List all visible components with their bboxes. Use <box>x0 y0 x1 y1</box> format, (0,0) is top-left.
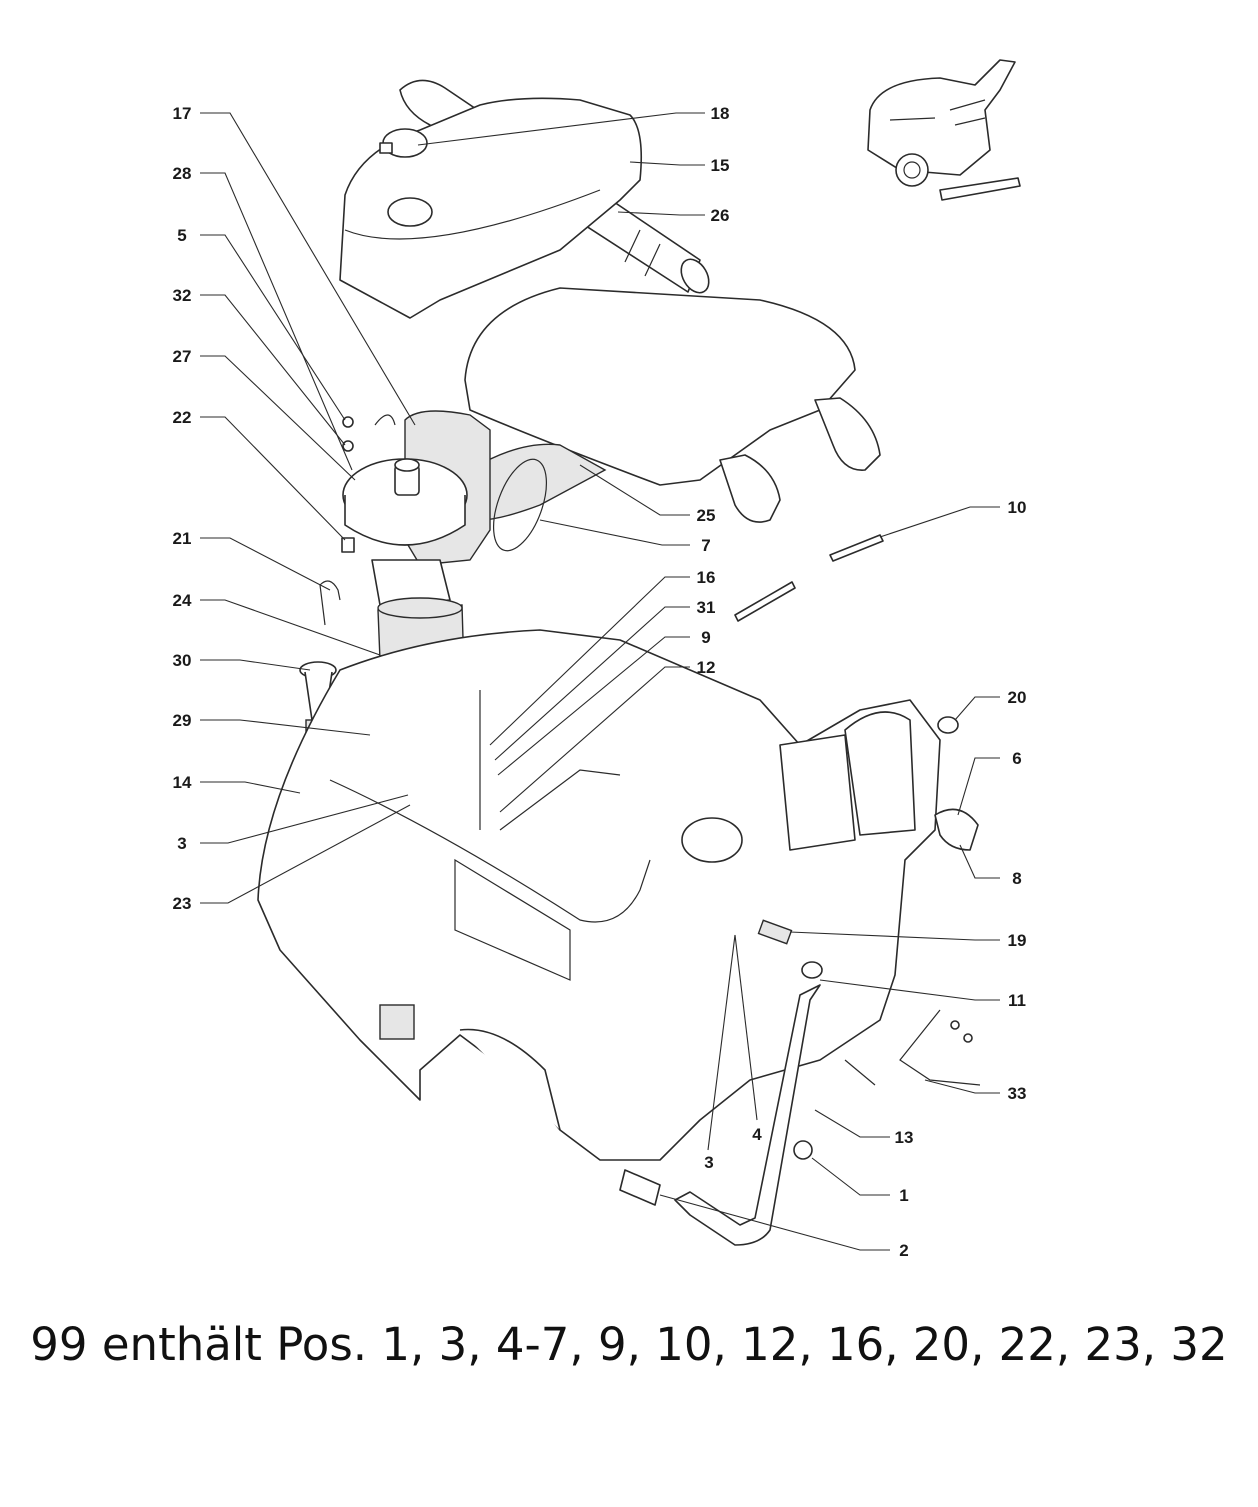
rods-part-10 <box>734 534 884 622</box>
callout-22: 22 <box>173 408 192 427</box>
callout-29: 29 <box>173 711 192 730</box>
callout-21: 21 <box>173 529 192 548</box>
callout-27: 27 <box>173 347 192 366</box>
callout-30: 30 <box>173 651 192 670</box>
callout-8: 8 <box>1012 869 1021 888</box>
callout-28: 28 <box>173 164 192 183</box>
callout-24: 24 <box>173 591 192 610</box>
callout-33: 33 <box>1008 1084 1027 1103</box>
exploded-parts-diagram: 17 28 5 32 27 22 21 24 30 29 14 3 23 18 … <box>173 59 1027 1260</box>
machine-thumbnail <box>867 59 1021 201</box>
callout-2: 2 <box>899 1241 908 1260</box>
callout-23: 23 <box>173 894 192 913</box>
callout-10: 10 <box>1008 498 1027 517</box>
callout-20: 20 <box>1008 688 1027 707</box>
callout-3-bottom: 3 <box>704 1153 713 1172</box>
callout-11: 11 <box>1008 991 1026 1010</box>
callout-9: 9 <box>701 628 710 647</box>
callout-26: 26 <box>711 206 730 225</box>
callout-15: 15 <box>711 156 730 175</box>
leader-lines <box>200 112 1000 1251</box>
small-parts-right <box>757 716 981 1160</box>
vacuum-motor-part-27 <box>342 410 491 606</box>
callout-labels: 17 28 5 32 27 22 21 24 30 29 14 3 23 18 … <box>173 104 1027 1260</box>
callout-12: 12 <box>697 658 716 677</box>
hose-connector-part-2 <box>619 1169 661 1206</box>
callout-14: 14 <box>173 773 192 792</box>
callout-25: 25 <box>697 506 716 525</box>
screws-small <box>341 414 396 553</box>
callout-4: 4 <box>752 1125 762 1144</box>
callout-7: 7 <box>701 536 710 555</box>
callout-17: 17 <box>173 104 192 123</box>
tank-cover-part-15 <box>339 97 643 319</box>
callout-13: 13 <box>895 1128 914 1147</box>
filter-hose-part-25 <box>469 443 607 521</box>
drain-hose-part-13 <box>674 961 823 1246</box>
gasket-part-7 <box>493 458 547 552</box>
callout-5: 5 <box>177 226 186 245</box>
tank-lid-bench <box>464 287 881 523</box>
callout-1: 1 <box>899 1186 908 1205</box>
callout-18: 18 <box>711 104 730 123</box>
clip-part-21 <box>319 580 341 626</box>
callout-6: 6 <box>1012 749 1021 768</box>
callout-3-left: 3 <box>177 834 186 853</box>
callout-16: 16 <box>697 568 716 587</box>
tank-body-part-14 <box>257 629 941 1161</box>
callout-19: 19 <box>1008 931 1027 950</box>
contents-caption: 99 enthält Pos. 1, 3, 4-7, 9, 10, 12, 16… <box>30 1318 1228 1371</box>
callout-32: 32 <box>173 286 192 305</box>
callout-31: 31 <box>697 598 716 617</box>
lid-part-18 <box>379 128 428 158</box>
